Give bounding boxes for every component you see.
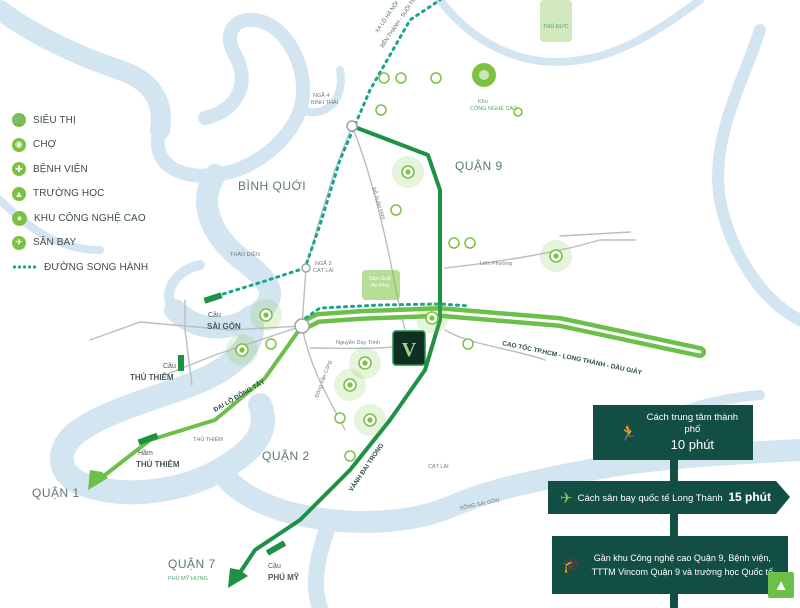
arrow-quan1-icon (88, 470, 108, 490)
district-quan9: QUẬN 9 (455, 158, 503, 173)
basket-icon: ◉ (12, 137, 26, 152)
district-quan1: QUẬN 1 (32, 485, 80, 500)
dotted-line-icon (12, 264, 38, 271)
khu-cnc-line1: Khu (478, 99, 488, 105)
sign-city-center-line1: Cách trung tâm thành phố (646, 412, 739, 435)
bridge-labels: Cầu SÀI GÒN Cầu THỦ THIÊM Hầm THỦ THIÊM … (130, 310, 300, 582)
chevron-up-icon: ▲ (773, 576, 789, 594)
road-label-cao-toc: CAO TỐC TP.HCM - LONG THÀNH - DẦU GIÂY (502, 337, 644, 377)
vanh-dai-trong-road (233, 124, 442, 582)
sign-city-center: 🏃 Cách trung tâm thành phố 10 phút (593, 405, 753, 460)
legend-item-duong-song-hanh: ĐƯỜNG SONG HÀNH (12, 255, 212, 280)
nga3-line1: NGÃ 3 (315, 260, 332, 267)
sign-airport-text: Cách sân bay quốc tế Long Thành (577, 493, 723, 505)
sign-airport-time: 15 phút (728, 490, 771, 505)
cau-phu-my-prefix: Cầu (268, 561, 281, 570)
legend-label: BỆNH VIỆN (33, 163, 88, 175)
dai-lo-dong-tay-road (94, 305, 706, 484)
graduation-cap-icon: 🎓 (562, 557, 581, 574)
sign-airport: ✈ Cách sân bay quốc tế Long Thành 15 phú… (548, 481, 776, 514)
sign-post (670, 460, 678, 608)
label-do-xuan-hop: Đỗ Xuân Hợp (370, 186, 387, 220)
legend-label: TRƯỜNG HỌC (33, 188, 105, 200)
sign-nearby: 🎓 Gần khu Công nghệ cao Quận 9, Bệnh việ… (552, 536, 788, 594)
project-logo: V (392, 330, 426, 366)
label-thu-thiem: THỦ THIÊM (193, 435, 223, 443)
tech-park-icon: ● (12, 210, 27, 226)
runner-icon: 🏃 (619, 424, 638, 442)
cart-icon: 🛒 (12, 113, 26, 128)
label-thao-dien: THẢO ĐIỀN (230, 251, 260, 258)
cau-sai-gon-name: SÀI GÒN (207, 322, 241, 331)
airplane-icon: ✈ (560, 489, 573, 507)
legend-label: CHỢ (33, 139, 57, 151)
label-cat-lai: CÁT LÁI (428, 463, 449, 470)
arrow-quan7-icon (228, 568, 248, 588)
sign-nearby-line2: TTTM Vincom Quận 9 và trường học Quốc tế (591, 567, 774, 577)
nga4-line2: BÌNH THÁI (311, 99, 339, 106)
golf-course-area (362, 270, 400, 300)
legend-label: SÂN BAY (33, 237, 77, 249)
ham-thu-thiem-marker (137, 432, 159, 446)
ham-thu-thiem-name: THỦ THIÊM (136, 460, 180, 469)
label-dong-van-cong: Đồng Văn Cống (314, 360, 333, 399)
nga3-cat-lai-junction (301, 263, 311, 273)
nga3-line2: CÁT LÁI (313, 267, 334, 274)
small-poi-markers (265, 72, 523, 462)
legend-item-sieu-thi: 🛒 SIÊU THỊ (12, 108, 212, 133)
cau-phu-my-marker (265, 540, 287, 556)
district-binh-quoi: BÌNH QUỚI (238, 178, 306, 193)
legend-item-benh-vien: ✚ BỆNH VIỆN (12, 157, 212, 182)
hospital-cross-icon: ✚ (12, 162, 26, 177)
legend-item-cho: ◉ CHỢ (12, 133, 212, 158)
airplane-icon: ✈ (12, 235, 26, 250)
cau-thu-thiem-prefix: Cầu (163, 361, 176, 370)
cau-sai-gon-marker (203, 292, 223, 304)
cau-thu-thiem-marker (178, 355, 184, 371)
duong-song-hanh (208, 0, 472, 324)
san-golf-line1: Sân Golf (369, 276, 391, 282)
san-golf-line2: An Phú (371, 283, 389, 289)
label-thu-duc: THỦ ĐỨC (543, 23, 569, 30)
district-quan7: QUẬN 7 (168, 556, 216, 571)
legend-label: SIÊU THỊ (33, 114, 76, 126)
sign2-arrow-tip (776, 481, 790, 514)
main-junction (294, 318, 310, 334)
nga4-line1: NGÃ 4 (313, 92, 330, 99)
cau-phu-my-name: PHÚ MỸ (268, 573, 300, 582)
legend-item-khu-cong-nghe-cao: ● KHU CÔNG NGHỆ CAO (12, 206, 212, 231)
label-lien-phuong: Liên Phường (480, 261, 512, 267)
ham-thu-thiem-prefix: Hầm (138, 448, 153, 457)
label-nguyen-duy-trinh: Nguyễn Duy Trinh (336, 339, 380, 346)
legend-label: KHU CÔNG NGHỆ CAO (34, 212, 146, 224)
label-phu-my-hung: PHÚ MỸ HƯNG (168, 575, 208, 582)
sign-nearby-line1: Gần khu Công nghệ cao Quận 9, Bệnh viện, (593, 552, 771, 563)
thu-duc-area (540, 0, 572, 42)
khu-cnc-line2: CÔNG NGHỆ CAO (470, 104, 518, 112)
project-logo-letter: V (402, 339, 417, 361)
cau-sai-gon-prefix: Cầu (208, 310, 221, 319)
legend-item-san-bay: ✈ SÂN BAY (12, 231, 212, 256)
graduation-cap-icon: ▲ (12, 186, 26, 201)
tech-park-icon (472, 63, 496, 87)
cau-thu-thiem-name: THỦ THIÊM (130, 373, 174, 382)
legend: 🛒 SIÊU THỊ ◉ CHỢ ✚ BỆNH VIỆN ▲ TRƯỜNG HỌ… (12, 108, 212, 280)
legend-item-truong-hoc: ▲ TRƯỜNG HỌC (12, 182, 212, 207)
sign-city-center-time: 10 phút (670, 437, 715, 453)
district-quan2: QUẬN 2 (262, 448, 310, 463)
scroll-top-button[interactable]: ▲ (768, 572, 794, 598)
district-labels: BÌNH QUỚI QUẬN 9 QUẬN 2 QUẬN 1 QUẬN 7 (32, 158, 503, 571)
legend-label: ĐƯỜNG SONG HÀNH (44, 261, 149, 273)
nga4-binh-thai-junction (346, 120, 358, 132)
